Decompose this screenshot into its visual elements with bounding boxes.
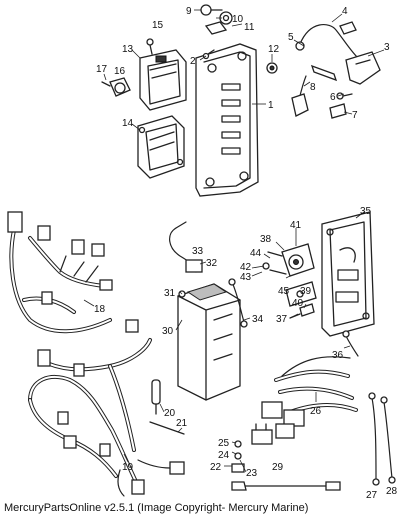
bracket-39-40: [285, 281, 317, 319]
harness-18: [7, 211, 113, 334]
callout-28: 28: [386, 486, 398, 497]
callout-31: 31: [164, 288, 176, 299]
callout-18: 18: [94, 304, 106, 315]
clamp-16: [101, 77, 131, 97]
callout-12: 12: [268, 44, 280, 55]
mounting-plate: [195, 43, 259, 197]
callout-8: 8: [310, 82, 316, 93]
lead-33: [169, 221, 203, 273]
solenoid-41: [262, 243, 315, 277]
callout-32: 32: [206, 258, 218, 269]
callout-17: 17: [96, 64, 108, 75]
callout-14: 14: [122, 118, 134, 129]
callout-20: 20: [164, 408, 176, 419]
callout-13: 13: [122, 44, 134, 55]
callout-11: 11: [244, 22, 255, 33]
callout-27: 27: [366, 490, 378, 501]
callout-39: 39: [300, 286, 312, 297]
callout-21: 21: [176, 418, 188, 429]
callout-19: 19: [122, 462, 134, 473]
harness-19: [28, 319, 185, 497]
callout-40: 40: [292, 298, 304, 309]
callout-16: 16: [114, 66, 126, 77]
callout-9: 9: [186, 6, 192, 17]
callout-10: 10: [232, 14, 244, 25]
callout-30: 30: [162, 326, 174, 337]
module-14: [137, 115, 185, 179]
callout-26: 26: [310, 406, 322, 417]
callout-6: 6: [330, 92, 336, 103]
callout-24: 24: [218, 450, 230, 461]
callout-2: 2: [190, 56, 196, 67]
callout-42: 42: [240, 262, 252, 273]
copyright-footer: MercuryPartsOnline v2.5.1 (Image Copyrig…: [4, 502, 309, 514]
callout-41: 41: [290, 220, 302, 231]
callout-22: 22: [210, 462, 222, 473]
callout-43: 43: [240, 272, 252, 283]
callout-7: 7: [352, 110, 358, 121]
callout-labels: 1 2 3 4 5 6 7 8 9 10 11 12 13 14 15 16 1…: [94, 6, 398, 501]
callout-33: 33: [192, 246, 204, 257]
callout-37: 37: [276, 314, 288, 325]
callout-25: 25: [218, 438, 230, 449]
callout-36: 36: [332, 350, 344, 361]
module-13: [139, 38, 187, 111]
callout-1: 1: [268, 100, 274, 111]
callout-4: 4: [342, 6, 348, 17]
control-box-30: [177, 283, 241, 401]
lead-29: [231, 481, 341, 491]
callout-5: 5: [288, 32, 294, 43]
ignition-coil-group: [291, 21, 381, 119]
callout-3: 3: [384, 42, 390, 53]
callout-29: 29: [272, 462, 284, 473]
callout-44: 44: [250, 248, 262, 259]
callout-34: 34: [252, 314, 264, 325]
leads-27-28: [368, 392, 396, 486]
cables-36: [342, 330, 359, 357]
panel-35: [321, 211, 375, 337]
callout-35: 35: [360, 206, 372, 217]
small-parts-22-25: [231, 423, 273, 473]
callout-15: 15: [152, 20, 164, 31]
lead-34: [228, 278, 248, 328]
callout-38: 38: [260, 234, 272, 245]
callout-45: 45: [278, 286, 290, 297]
leader-lines: [83, 9, 385, 473]
cable-bundle-26: [261, 356, 358, 439]
callout-23: 23: [246, 468, 258, 479]
